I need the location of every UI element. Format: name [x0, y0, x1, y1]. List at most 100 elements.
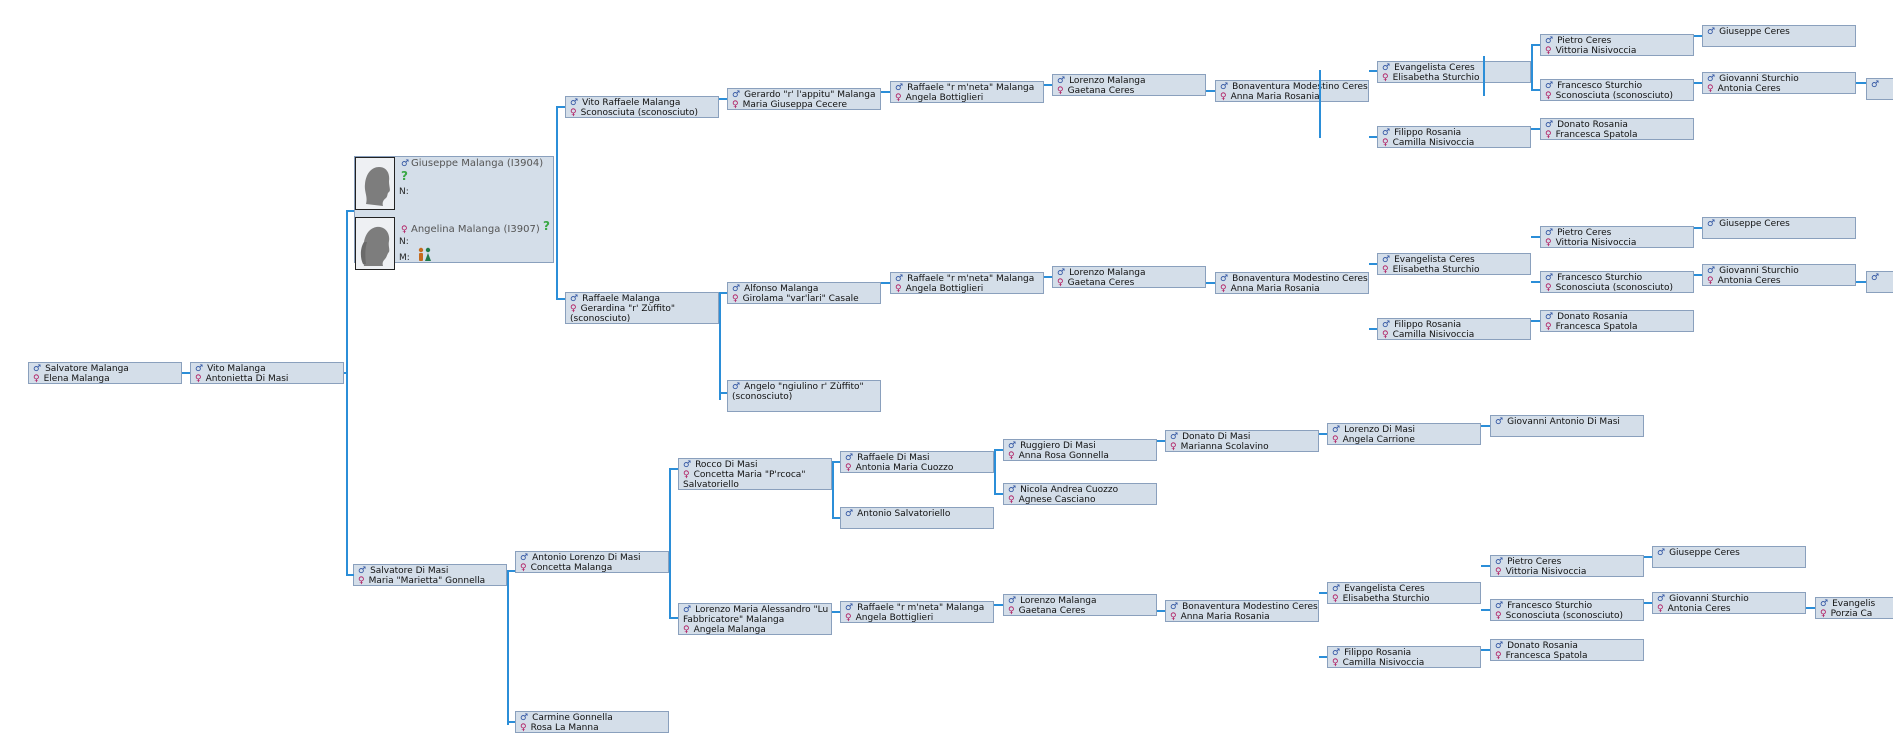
connector-line	[1044, 84, 1052, 86]
person-name: Raffaele "r m'neta" Malanga	[907, 83, 1035, 93]
person-box[interactable]: ♂Salvatore Di Masi♀Maria "Marietta" Gonn…	[353, 564, 507, 586]
person-box[interactable]: ♂Carmine Gonnella♀Rosa La Manna	[515, 711, 669, 733]
person-box[interactable]: ♂Pietro Ceres♀Vittoria Nisivoccia	[1490, 555, 1644, 577]
person-name: Donato Di Masi	[1182, 432, 1251, 442]
father-birth-label: N:	[399, 187, 409, 197]
person-box[interactable]: ♂Evangelista Ceres♀Elisabetha Sturchio	[1327, 582, 1481, 604]
spouse-name: Angela Malanga	[693, 625, 766, 635]
person-name: Lorenzo Malanga	[1069, 268, 1146, 278]
person-box[interactable]: ♂Pietro Ceres♀Vittoria Nisivoccia	[1540, 226, 1694, 248]
person-box[interactable]: ♂Giovanni Sturchio♀Antonia Ceres	[1702, 72, 1856, 94]
spouse-name: Vittoria Nisivoccia	[1555, 46, 1637, 56]
connector-line	[346, 210, 348, 575]
female-symbol-icon: ♀	[1170, 612, 1177, 622]
spouse-name-cont: (sconosciuto)	[570, 314, 631, 324]
connector-line	[1694, 227, 1702, 229]
person-box[interactable]: ♂Rocco Di Masi♀Concetta Maria "P'rcoca"S…	[678, 458, 832, 490]
person-box[interactable]: ♂Raffaele "r m'neta" Malanga♀Angela Bott…	[890, 272, 1044, 294]
connector-line	[1856, 281, 1866, 283]
male-symbol-icon: ♂	[33, 364, 42, 374]
person-box[interactable]: ♂Francesco Sturchio♀Sconosciuta (sconosc…	[1540, 271, 1694, 293]
person-box-clipped[interactable]: ♂	[1866, 78, 1893, 100]
person-box[interactable]: ♂Giuseppe Ceres	[1702, 25, 1856, 47]
mother-name[interactable]: Angelina Malanga (I3907)	[411, 224, 540, 235]
female-symbol-icon: ♀	[1008, 451, 1015, 461]
person-box[interactable]: ♂Alfonso Malanga♀Girolama "var'lari" Cas…	[727, 282, 881, 304]
connector-line	[1531, 44, 1540, 46]
person-box[interactable]: ♂Lorenzo Malanga♀Gaetana Ceres	[1003, 594, 1157, 616]
person-box[interactable]: ♂Pietro Ceres♀Vittoria Nisivoccia	[1540, 34, 1694, 56]
spouse-name: Girolama "var'lari" Casale	[742, 294, 859, 304]
male-symbol-icon: ♂	[1657, 548, 1666, 558]
person-name: Filippo Rosania	[1394, 320, 1462, 330]
person-box[interactable]: ♂Giovanni Antonio Di Masi	[1490, 415, 1644, 437]
male-symbol-icon: ♂	[1170, 602, 1179, 612]
person-box[interactable]: ♂Lorenzo Malanga♀Gaetana Ceres	[1052, 74, 1206, 96]
person-name: Raffaele Di Masi	[857, 453, 930, 463]
person-box[interactable]: ♂Lorenzo Malanga♀Gaetana Ceres	[1052, 266, 1206, 288]
spouse-name: Gaetana Ceres	[1067, 86, 1135, 96]
person-box[interactable]: ♂Vito Malanga♀Antonietta Di Masi	[190, 362, 344, 384]
male-symbol-icon: ♂	[1495, 641, 1504, 651]
person-box[interactable]: ♂Gerardo "r' l'appitu" Malanga♀Maria Giu…	[727, 88, 881, 110]
person-box[interactable]: ♂Filippo Rosania♀Camilla Nisivoccia	[1377, 126, 1531, 148]
person-box[interactable]: ♂Antonio Lorenzo Di Masi♀Concetta Malang…	[515, 551, 669, 573]
person-box[interactable]: ♂Evangelista Ceres♀Elisabetha Sturchio	[1377, 253, 1531, 275]
person-box[interactable]: ♂Giuseppe Ceres	[1652, 546, 1806, 568]
person-box[interactable]: ♂Donato Di Masi♀Marianna Scolavino	[1165, 430, 1319, 452]
person-name: Vito Malanga	[207, 364, 266, 374]
focus-couple-card[interactable]: ♂ Giuseppe Malanga (I3904) ? N: ♀ Angeli…	[354, 156, 554, 270]
female-symbol-icon: ♀	[1545, 322, 1552, 332]
person-box[interactable]: ♂Angelo "ngiulino r' Zùffito"(sconosciut…	[727, 380, 881, 412]
person-box[interactable]: ♂Donato Rosania♀Francesca Spatola	[1490, 639, 1644, 661]
person-box-clipped[interactable]: ♂	[1866, 271, 1893, 293]
person-box[interactable]: ♂Donato Rosania♀Francesca Spatola	[1540, 310, 1694, 332]
male-symbol-icon: ♂	[570, 98, 579, 108]
person-box[interactable]: ♂Raffaele Di Masi♀Antonia Maria Cuozzo	[840, 451, 994, 473]
connector-line	[994, 449, 996, 493]
person-box[interactable]: ♂Raffaele "r m'neta" Malanga♀Angela Bott…	[890, 81, 1044, 103]
spouse-name: Vittoria Nisivoccia	[1505, 567, 1587, 577]
person-box[interactable]: ♂Vito Raffaele Malanga♀Sconosciuta (scon…	[565, 96, 719, 118]
connector-line	[1531, 320, 1540, 322]
connector-line	[1481, 649, 1490, 651]
person-box[interactable]: ♂Francesco Sturchio♀Sconosciuta (sconosc…	[1540, 79, 1694, 101]
connector-line	[1644, 602, 1652, 604]
person-box[interactable]: ♂Raffaele "r m'neta" Malanga♀Angela Bott…	[840, 601, 994, 623]
person-box[interactable]: ♂Giovanni Sturchio♀Antonia Ceres	[1652, 592, 1806, 614]
person-name-cont: (sconosciuto)	[732, 392, 793, 402]
male-symbol-icon: ♂	[1332, 584, 1341, 594]
person-box[interactable]: ♂Raffaele Malanga♀Gerardina "r' Zùffito"…	[565, 292, 719, 324]
person-box[interactable]: ♂Lorenzo Di Masi♀Angela Carrione	[1327, 423, 1481, 445]
spouse-name: Antonia Ceres	[1717, 84, 1781, 94]
father-name[interactable]: Giuseppe Malanga (I3904)	[411, 158, 544, 169]
person-box[interactable]: ♂Francesco Sturchio♀Sconosciuta (sconosc…	[1490, 599, 1644, 621]
spouse-name: Concetta Malanga	[530, 563, 613, 573]
person-box[interactable]: ♂Bonaventura Modestino Ceres♀Anna Maria …	[1215, 272, 1369, 294]
male-symbol-icon: ♂	[1170, 432, 1179, 442]
person-box[interactable]: ♂Evangelis♀Porzia Ca	[1815, 597, 1893, 619]
person-box[interactable]: ♂Filippo Rosania♀Camilla Nisivoccia	[1327, 646, 1481, 668]
person-box[interactable]: ♂Nicola Andrea Cuozzo♀Agnese Casciano	[1003, 483, 1157, 505]
spouse-name: Agnese Casciano	[1018, 495, 1096, 505]
person-box[interactable]: ♂Antonio Salvatoriello	[840, 507, 994, 529]
connector-line	[994, 604, 1003, 606]
person-box[interactable]: ♂Bonaventura Modestino Ceres♀Anna Maria …	[1215, 80, 1369, 102]
person-box[interactable]: ♂Salvatore Malanga♀Elena Malanga	[28, 362, 182, 384]
spouse-name: Maria "Marietta" Gonnella	[368, 576, 486, 586]
person-box[interactable]: ♂Filippo Rosania♀Camilla Nisivoccia	[1377, 318, 1531, 340]
male-symbol-icon: ♂	[1820, 599, 1829, 609]
person-box[interactable]: ♂Evangelista Ceres♀Elisabetha Sturchio	[1377, 61, 1531, 83]
person-box[interactable]: ♂Bonaventura Modestino Ceres♀Anna Maria …	[1165, 600, 1319, 622]
person-box[interactable]: ♂Donato Rosania♀Francesca Spatola	[1540, 118, 1694, 140]
person-box[interactable]: ♂Giovanni Sturchio♀Antonia Ceres	[1702, 264, 1856, 286]
person-box[interactable]: ♂Giuseppe Ceres	[1702, 217, 1856, 239]
person-box[interactable]: ♂Ruggiero Di Masi♀Anna Rosa Gonnella	[1003, 439, 1157, 461]
person-name: Pietro Ceres	[1507, 557, 1562, 567]
male-symbol-icon: ♂	[1707, 219, 1716, 229]
spouse-name: Gaetana Ceres	[1018, 606, 1086, 616]
connector-line	[994, 449, 1003, 451]
person-name: Filippo Rosania	[1394, 128, 1462, 138]
person-name: Evangelista Ceres	[1394, 63, 1475, 73]
